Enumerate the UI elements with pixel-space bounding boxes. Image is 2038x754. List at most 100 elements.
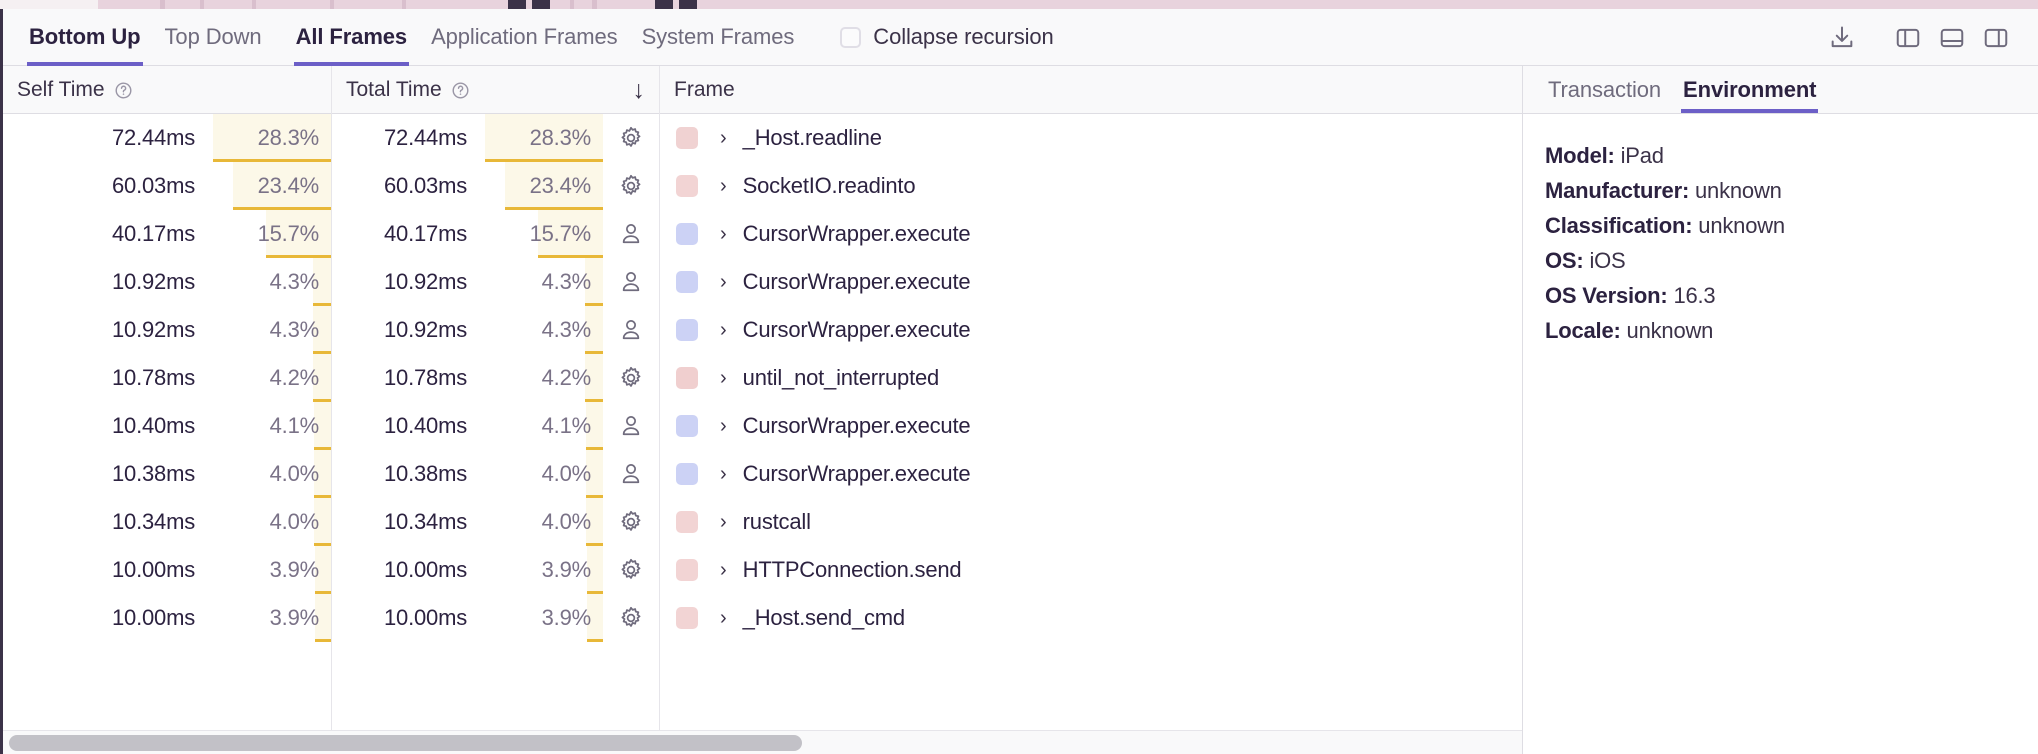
gear-icon[interactable] bbox=[603, 162, 659, 210]
percent-cell-self: 3.9% bbox=[213, 594, 331, 642]
gear-icon[interactable] bbox=[603, 594, 659, 642]
percent-value: 4.1% bbox=[541, 413, 592, 438]
environment-row: Locale: unknown bbox=[1545, 313, 2038, 348]
left-rail bbox=[0, 9, 3, 754]
percent-value: 3.9% bbox=[541, 605, 592, 630]
tab-environment[interactable]: Environment bbox=[1672, 66, 1827, 113]
percent-value: 23.4% bbox=[529, 173, 592, 198]
tab-all-frames-label: All Frames bbox=[295, 24, 408, 49]
percent-cell-total: 23.4% bbox=[485, 162, 603, 210]
self-time-value: 10.00ms bbox=[112, 605, 195, 630]
tab-application-frames[interactable]: Application Frames bbox=[419, 9, 630, 66]
frame-name: HTTPConnection.send bbox=[742, 557, 962, 582]
tab-top-down[interactable]: Top Down bbox=[153, 9, 274, 66]
expand-chevron-right-icon[interactable]: › bbox=[720, 223, 727, 245]
layout-right-panel-icon[interactable] bbox=[1974, 16, 2018, 60]
expand-chevron-right-icon[interactable]: › bbox=[720, 271, 727, 293]
horizontal-scrollbar-thumb[interactable] bbox=[9, 734, 803, 751]
expand-chevron-right-icon[interactable]: › bbox=[720, 607, 727, 629]
toolbar-icon-group bbox=[1820, 9, 2018, 66]
layout-left-panel-icon[interactable] bbox=[1886, 16, 1930, 60]
percent-bar-fill bbox=[587, 594, 603, 642]
expand-chevron-right-icon[interactable]: › bbox=[720, 511, 727, 533]
expand-chevron-right-icon[interactable]: › bbox=[720, 319, 727, 341]
self-time-value: 10.40ms bbox=[112, 413, 195, 438]
expand-chevron-right-icon[interactable]: › bbox=[720, 463, 727, 485]
expand-chevron-right-icon[interactable]: › bbox=[720, 415, 727, 437]
tab-bottom-up[interactable]: Bottom Up bbox=[17, 9, 153, 66]
total-time-value: 10.38ms bbox=[384, 461, 467, 486]
download-icon[interactable] bbox=[1820, 16, 1864, 60]
percent-cell-self: 28.3% bbox=[213, 114, 331, 162]
expand-chevron-right-icon[interactable]: › bbox=[720, 367, 727, 389]
percent-cell-total: 4.2% bbox=[485, 354, 603, 402]
percent-cell-self: 23.4% bbox=[213, 162, 331, 210]
collapse-recursion-checkbox[interactable] bbox=[840, 26, 862, 48]
percent-value: 3.9% bbox=[269, 557, 320, 582]
layout-bottom-panel-icon[interactable] bbox=[1930, 16, 1974, 60]
percent-bar-underline bbox=[586, 543, 603, 546]
percent-cell-total: 4.3% bbox=[485, 306, 603, 354]
environment-value: unknown bbox=[1698, 213, 1785, 238]
percent-bar-underline bbox=[538, 255, 603, 258]
flamegraph-minimap-strip[interactable] bbox=[0, 0, 2038, 9]
cell-frame: ›until_not_interrupted bbox=[660, 354, 1522, 402]
percent-bar-fill bbox=[313, 306, 331, 354]
column-header-self-time[interactable]: Self Time bbox=[3, 66, 332, 114]
user-icon[interactable] bbox=[603, 402, 659, 450]
tab-system-frames[interactable]: System Frames bbox=[630, 9, 807, 66]
column-header-frame[interactable]: Frame bbox=[660, 66, 1522, 114]
cell-total-time: 10.00ms 3.9% bbox=[332, 594, 660, 642]
environment-key: Model: bbox=[1545, 143, 1615, 168]
frame-color-swatch bbox=[676, 175, 698, 197]
gear-icon[interactable] bbox=[603, 498, 659, 546]
user-icon[interactable] bbox=[603, 210, 659, 258]
collapse-recursion-control[interactable]: Collapse recursion bbox=[840, 24, 1054, 50]
percent-cell-total: 4.0% bbox=[485, 450, 603, 498]
user-icon[interactable] bbox=[603, 306, 659, 354]
tab-transaction[interactable]: Transaction bbox=[1537, 66, 1672, 113]
column-header-total-time[interactable]: Total Time ↓ bbox=[332, 66, 660, 114]
help-circle-icon[interactable] bbox=[114, 81, 133, 100]
tab-all-frames[interactable]: All Frames bbox=[284, 9, 420, 66]
gear-icon[interactable] bbox=[603, 114, 659, 162]
user-icon[interactable] bbox=[603, 258, 659, 306]
percent-bar-fill bbox=[587, 546, 603, 594]
expand-chevron-right-icon[interactable]: › bbox=[720, 559, 727, 581]
gear-icon[interactable] bbox=[603, 546, 659, 594]
total-time-value: 10.00ms bbox=[384, 605, 467, 630]
percent-bar-fill bbox=[586, 498, 603, 546]
help-circle-icon[interactable] bbox=[451, 81, 470, 100]
percent-value: 4.2% bbox=[269, 365, 320, 390]
frames-table-header: Self Time Total Time bbox=[3, 66, 1522, 114]
expand-chevron-right-icon[interactable]: › bbox=[720, 175, 727, 197]
gear-icon[interactable] bbox=[603, 354, 659, 402]
self-time-value: 40.17ms bbox=[112, 221, 195, 246]
frame-color-swatch bbox=[676, 559, 698, 581]
expand-chevron-right-icon[interactable]: › bbox=[720, 127, 727, 149]
percent-value: 3.9% bbox=[541, 557, 592, 582]
sort-descending-arrow-icon[interactable]: ↓ bbox=[632, 75, 646, 104]
user-icon[interactable] bbox=[603, 450, 659, 498]
horizontal-scrollbar-track[interactable] bbox=[3, 730, 1522, 754]
self-time-value: 10.00ms bbox=[112, 557, 195, 582]
